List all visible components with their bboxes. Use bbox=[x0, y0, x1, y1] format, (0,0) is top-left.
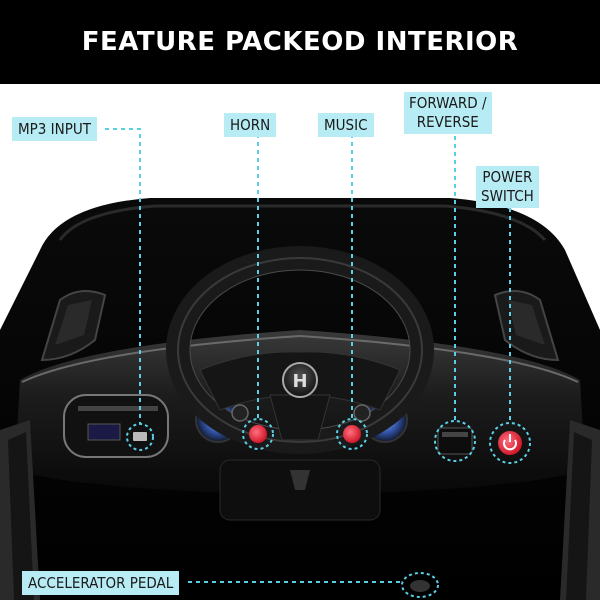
accelerator-pedal-label: ACCELERATOR PEDAL bbox=[22, 571, 180, 595]
svg-text:H: H bbox=[292, 371, 307, 392]
power-switch-label: POWER SWITCH bbox=[476, 166, 539, 208]
banner: FEATURE PACKEOD INTERIOR bbox=[0, 0, 600, 84]
music-label: MUSIC bbox=[318, 113, 374, 137]
forward-reverse-label: FORWARD / REVERSE bbox=[404, 92, 492, 134]
horn-label: HORN bbox=[224, 113, 277, 137]
banner-title: FEATURE PACKEOD INTERIOR bbox=[81, 27, 519, 57]
mp3-input-label: MP3 INPUT bbox=[12, 117, 97, 141]
